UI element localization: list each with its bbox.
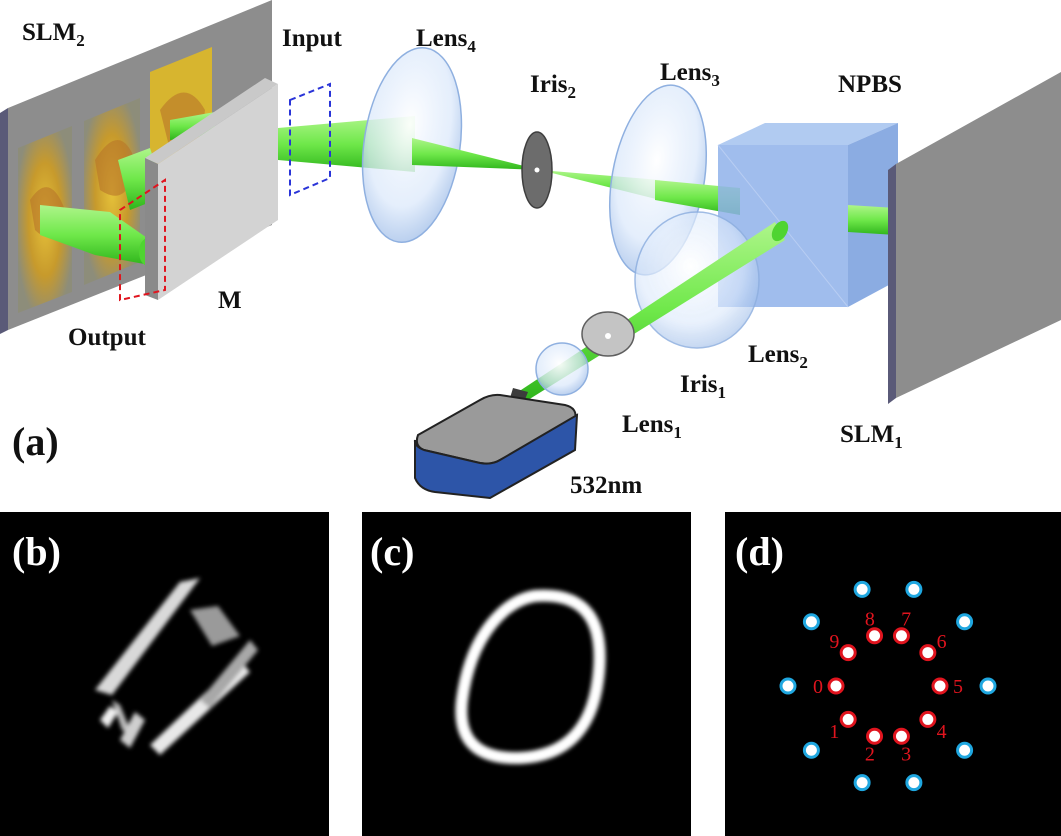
label-slm1: SLM1 <box>840 421 903 452</box>
detector-digit-3: 3 <box>901 744 911 766</box>
detector-digit-7: 7 <box>901 608 911 630</box>
detector-blue-8 <box>853 580 871 598</box>
detector-blue-6 <box>956 613 974 631</box>
panel-label-d: (d) <box>735 529 784 574</box>
iris2 <box>521 131 553 209</box>
label-lens3: Lens3 <box>660 59 720 90</box>
detector-red-4 <box>919 710 937 728</box>
panel-d: 0 1 2 3 4 5 6 7 8 9 (d) <box>725 512 1061 836</box>
slm1-device <box>888 72 1061 404</box>
detector-digit-1: 1 <box>829 721 839 743</box>
detector-red-7 <box>892 627 910 645</box>
lens1 <box>535 342 589 396</box>
detector-red-1 <box>839 710 857 728</box>
detector-red-0 <box>827 677 845 695</box>
panel-label-c: (c) <box>370 529 414 574</box>
detector-digit-2: 2 <box>865 744 875 766</box>
setup-diagram: SLM2 Input Lens4 Iris2 Lens3 NPBS M Outp… <box>0 0 1061 500</box>
label-npbs: NPBS <box>838 71 902 98</box>
laser-532nm <box>413 388 579 500</box>
label-laser: 532nm <box>570 472 642 499</box>
label-input: Input <box>282 25 342 52</box>
detector-digit-0: 0 <box>813 676 823 698</box>
label-output: Output <box>68 324 146 351</box>
detector-blue-7 <box>905 580 923 598</box>
label-iris2: Iris2 <box>530 71 576 102</box>
detector-digit-6: 6 <box>937 631 947 653</box>
iris1 <box>581 311 635 357</box>
detector-blue-3 <box>905 774 923 792</box>
label-slm2: SLM2 <box>22 19 85 50</box>
detector-blue-9 <box>802 613 820 631</box>
label-lens4: Lens4 <box>416 25 476 56</box>
detector-blue-4 <box>956 741 974 759</box>
detector-blue-2 <box>853 774 871 792</box>
detector-blue-5 <box>979 677 997 695</box>
panel-label-b: (b) <box>12 529 61 574</box>
label-mirror: M <box>218 287 242 314</box>
label-iris1: Iris1 <box>680 371 726 402</box>
detector-digit-5: 5 <box>953 676 963 698</box>
detector-red-5 <box>931 677 949 695</box>
detector-digit-8: 8 <box>865 608 875 630</box>
panel-b: (b) <box>0 512 329 836</box>
beam-focus-iris2 <box>412 138 540 170</box>
mirror-m <box>145 78 278 300</box>
detector-digit-4: 4 <box>937 721 947 743</box>
detector-red-8 <box>866 627 884 645</box>
detector-red-9 <box>839 644 857 662</box>
detector-red-3 <box>892 727 910 745</box>
detector-red-2 <box>866 727 884 745</box>
panel-c: (c) <box>362 512 691 836</box>
label-lens2: Lens2 <box>748 341 808 372</box>
input-plane <box>289 82 331 197</box>
detector-blue-0 <box>779 677 797 695</box>
label-lens1: Lens1 <box>622 411 682 442</box>
detector-digit-9: 9 <box>829 631 839 653</box>
output-plane <box>119 178 166 302</box>
detector-red-6 <box>919 644 937 662</box>
beam-npbs-slm1 <box>848 205 895 235</box>
detector-blue-1 <box>802 741 820 759</box>
panel-label-a: (a) <box>12 419 59 464</box>
detector-layout: 0 1 2 3 4 5 6 7 8 9 <box>779 580 997 792</box>
